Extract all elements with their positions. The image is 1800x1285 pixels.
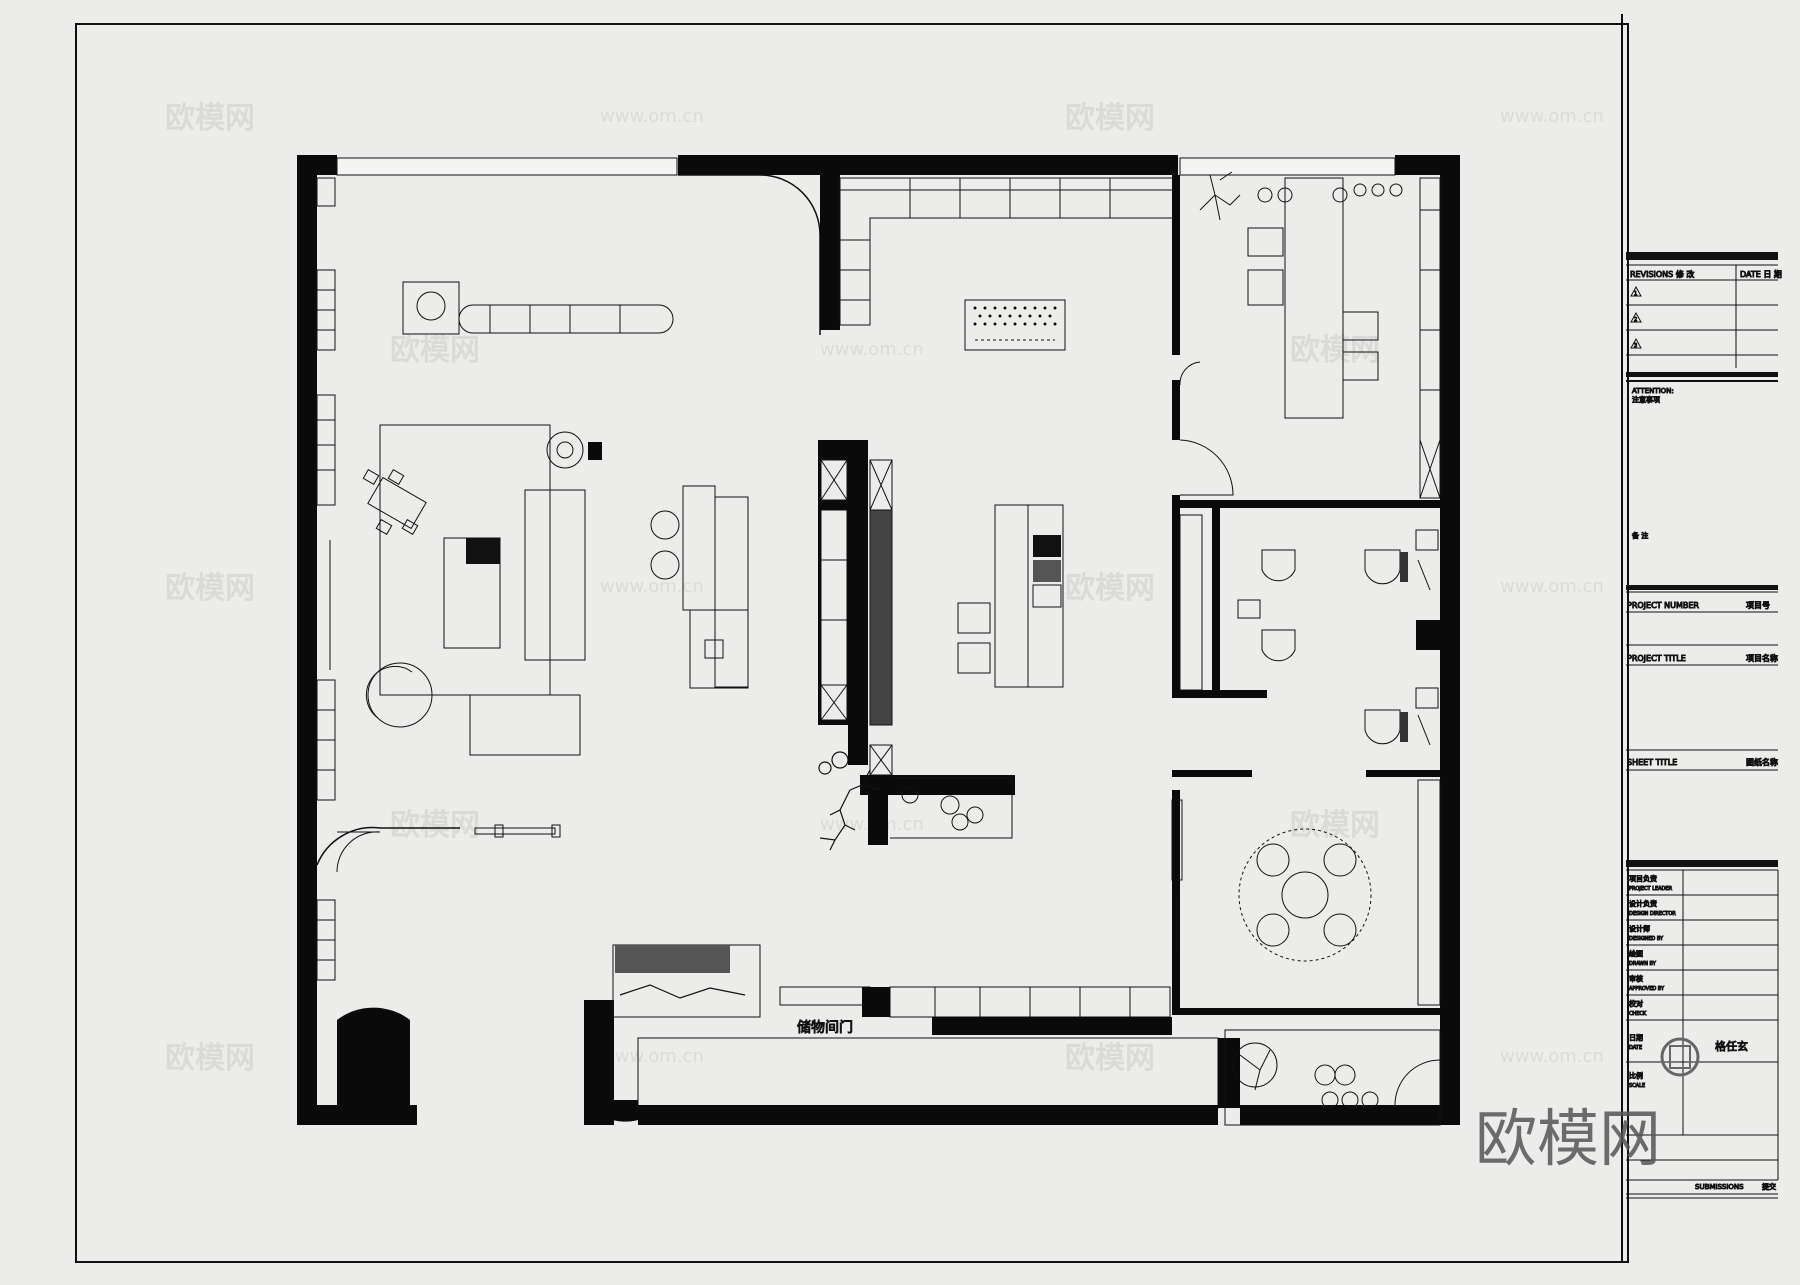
side-table bbox=[402, 281, 460, 335]
role-cn: 日期 bbox=[1629, 1034, 1643, 1042]
revision-mark: 1 bbox=[1634, 291, 1637, 297]
watermark-url: www.om.cn bbox=[600, 1046, 704, 1067]
round-table bbox=[1238, 828, 1372, 962]
watermark-text: 欧模网 bbox=[1065, 571, 1155, 606]
watermark-layer: 欧模网 www.om.cn 欧模网 www.om.cn 欧模网 www.om.c… bbox=[165, 101, 1604, 1076]
attention-label: ATTENTION: bbox=[1632, 387, 1674, 395]
title-block: REVISIONS 修 改 DATE 日 期 1 2 3 ATTENTION: … bbox=[1626, 252, 1782, 1199]
sheet-title-label: SHEET TITLE bbox=[1627, 758, 1677, 767]
watermark-text: 欧模网 bbox=[1290, 808, 1380, 843]
rug bbox=[379, 424, 551, 696]
armchair bbox=[367, 662, 433, 728]
center-partition bbox=[818, 440, 1015, 845]
bench bbox=[458, 304, 674, 334]
watermark-url: www.om.cn bbox=[1500, 1046, 1604, 1067]
role-en: PROJECT LEADER bbox=[1629, 886, 1673, 892]
role-cn: 项目负责 bbox=[1629, 874, 1657, 883]
role-cn: 校对 bbox=[1629, 999, 1643, 1008]
attention-sub: 注意事项 bbox=[1632, 395, 1660, 404]
sofa-chaise bbox=[469, 694, 581, 756]
planter bbox=[890, 777, 1013, 839]
sofa bbox=[524, 489, 586, 661]
role-cn: 比例 bbox=[1629, 1071, 1643, 1080]
watermark-text: 欧模网 bbox=[390, 808, 480, 843]
project-number-cn: 项目号 bbox=[1746, 601, 1770, 610]
revision-triangles: 1 2 3 bbox=[1630, 285, 1642, 350]
role-en: DESIGNED BY bbox=[1629, 936, 1664, 942]
watermark-text: 欧模网 bbox=[1290, 333, 1380, 368]
watermark-text: 欧模网 bbox=[1065, 101, 1155, 136]
storage-room-door-label: 储物间门 bbox=[797, 1020, 853, 1036]
project-number-label: PROJECT NUMBER bbox=[1627, 601, 1699, 610]
counter-dots bbox=[973, 306, 1057, 326]
watermark-text: 欧模网 bbox=[165, 1041, 255, 1076]
role-cn: 审核 bbox=[1629, 974, 1643, 983]
watermark-text: 欧模网 bbox=[165, 101, 255, 136]
tree-icon bbox=[818, 751, 881, 851]
watermark-text: 欧模网 bbox=[1065, 1041, 1155, 1076]
role-cn: 设计师 bbox=[1629, 924, 1650, 933]
notes-label: 备 注 bbox=[1632, 531, 1648, 540]
revisions-label: REVISIONS 修 改 bbox=[1630, 269, 1694, 279]
role-cn: 绘图 bbox=[1629, 949, 1643, 958]
counter bbox=[964, 299, 1066, 351]
desk bbox=[1284, 177, 1344, 419]
submissions-label: SUBMISSIONS bbox=[1695, 1183, 1744, 1191]
sheet-border bbox=[75, 23, 1629, 1263]
left-windows bbox=[316, 177, 336, 981]
kitchen-island bbox=[994, 504, 1064, 688]
sheet-title-cn: 图纸名称 bbox=[1746, 757, 1778, 767]
revision-mark: 2 bbox=[1634, 317, 1637, 323]
floor-plan: 储物间门 bbox=[297, 155, 1460, 1126]
role-en: DATE bbox=[1629, 1045, 1642, 1051]
tree-icon bbox=[1199, 171, 1241, 221]
watermark-url: www.om.cn bbox=[1500, 106, 1604, 127]
watermark-url: www.om.cn bbox=[600, 576, 704, 597]
role-en: CHECK bbox=[1629, 1011, 1647, 1017]
role-en: DRAWN BY bbox=[1629, 961, 1657, 967]
date-label: DATE 日 期 bbox=[1740, 270, 1782, 279]
l-cabinet bbox=[820, 175, 1176, 330]
brand-logo-text: 欧模网 bbox=[1475, 1102, 1661, 1175]
submissions-cn: 提交 bbox=[1762, 1182, 1776, 1191]
bathroom bbox=[1179, 514, 1439, 746]
role-en: SCALE bbox=[1629, 1083, 1645, 1089]
project-title-label: PROJECT TITLE bbox=[1627, 654, 1686, 663]
brand-logo: 欧模网 bbox=[1475, 1037, 1700, 1175]
project-title-cn: 项目名称 bbox=[1746, 653, 1778, 663]
dining-table bbox=[362, 468, 427, 536]
watermark-text: 欧模网 bbox=[390, 333, 480, 368]
role-en: DESIGN DIRECTOR bbox=[1629, 911, 1676, 917]
tree-icon bbox=[1232, 1042, 1278, 1091]
revision-mark: 3 bbox=[1634, 343, 1637, 349]
responsible-name: 格任玄 bbox=[1715, 1039, 1748, 1053]
watermark-url: www.om.cn bbox=[820, 339, 924, 360]
role-cn: 设计负责 bbox=[1629, 899, 1657, 908]
role-en: APPROVED BY bbox=[1629, 986, 1665, 992]
right-walls bbox=[1172, 175, 1440, 1015]
watermark-url: www.om.cn bbox=[600, 106, 704, 127]
watermark-url: www.om.cn bbox=[1500, 576, 1604, 597]
watermark-text: 欧模网 bbox=[165, 571, 255, 606]
